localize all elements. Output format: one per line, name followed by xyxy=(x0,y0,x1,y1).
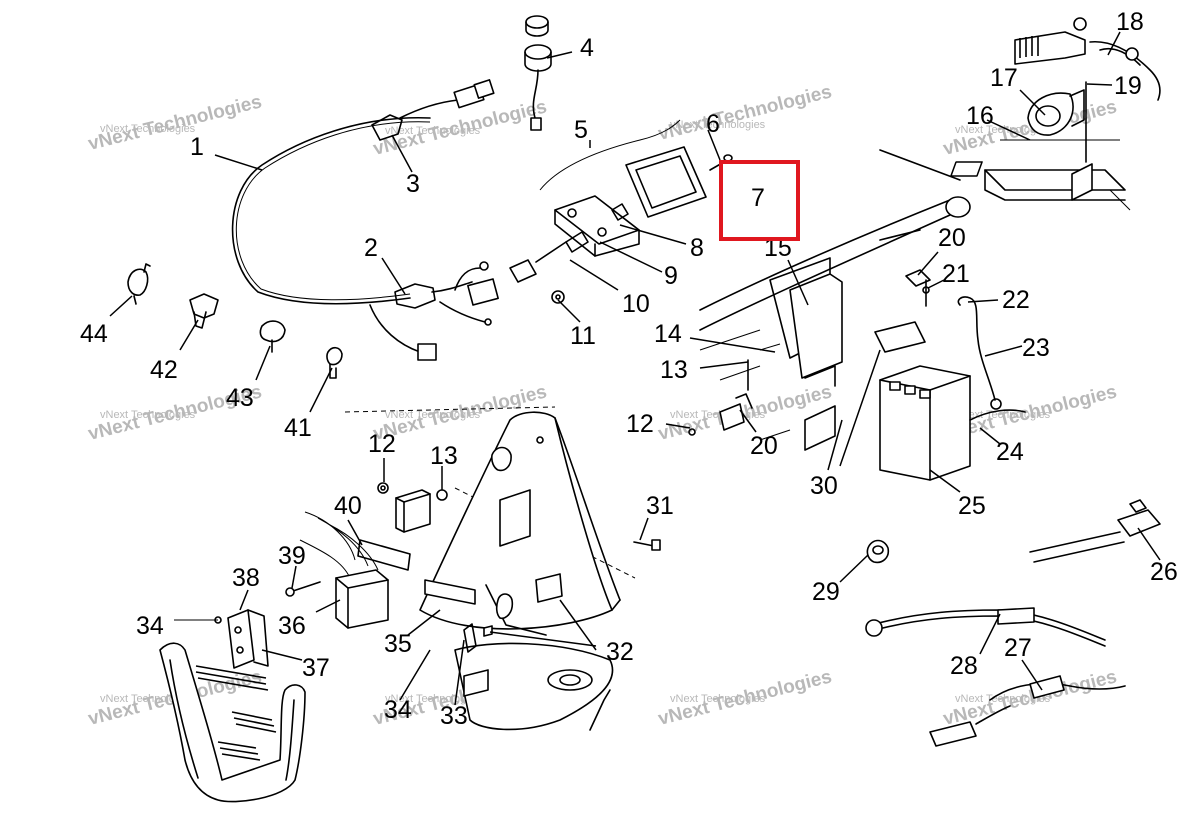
callout-35: 35 xyxy=(384,630,412,658)
left-connectors xyxy=(127,263,343,379)
highlight-box xyxy=(719,160,800,241)
callout-11: 11 xyxy=(570,322,596,350)
callout-16: 16 xyxy=(966,102,994,130)
callout-32: 32 xyxy=(606,638,634,666)
callout-7: 7 xyxy=(751,184,765,212)
callout-25: 25 xyxy=(958,492,986,520)
callout-1: 1 xyxy=(190,133,204,161)
connector-26 xyxy=(1029,499,1161,563)
svg-text:vNext Technologies: vNext Technologies xyxy=(100,123,196,135)
grommet-29 xyxy=(866,539,890,564)
callout-labels: 1 2 3 4 5 6 7 8 9 10 11 12 13 14 15 16 1… xyxy=(80,8,1178,730)
callout-6: 6 xyxy=(706,110,720,138)
callout-18: 18 xyxy=(1116,8,1144,36)
callout-26: 26 xyxy=(1150,558,1178,586)
callout-27: 27 xyxy=(1004,634,1032,662)
svg-text:vNext Technologies: vNext Technologies xyxy=(100,409,196,421)
callout-10: 10 xyxy=(622,290,650,318)
callout-12-left: 12 xyxy=(368,430,396,458)
callout-19: 19 xyxy=(1114,72,1142,100)
callout-31: 31 xyxy=(646,492,674,520)
bolt-and-clips xyxy=(463,539,661,653)
grille-bracket xyxy=(159,609,306,803)
svg-text:vNext Technologies: vNext Technologies xyxy=(670,409,766,421)
callout-37: 37 xyxy=(302,654,330,682)
frame-section xyxy=(699,149,971,451)
battery-area xyxy=(874,269,1026,481)
callout-24: 24 xyxy=(996,438,1024,466)
callout-22: 22 xyxy=(1002,286,1030,314)
callout-42: 42 xyxy=(150,356,178,384)
callout-30: 30 xyxy=(810,472,838,500)
callout-34-left: 34 xyxy=(136,612,164,640)
cables-27-28 xyxy=(865,607,1126,747)
callout-5: 5 xyxy=(574,116,588,144)
callout-43: 43 xyxy=(226,384,254,412)
wiring-harness xyxy=(231,79,499,361)
svg-text:vNext Technologies: vNext Technologies xyxy=(385,125,481,137)
callout-33: 33 xyxy=(440,702,468,730)
callout-29: 29 xyxy=(812,578,840,606)
svg-text:vNext Technologies: vNext Technologies xyxy=(955,124,1051,136)
callout-28: 28 xyxy=(950,652,978,680)
callout-14: 14 xyxy=(654,320,682,348)
horn-controls xyxy=(950,17,1161,211)
callout-40: 40 xyxy=(334,492,362,520)
callout-3: 3 xyxy=(406,170,420,198)
regulator-components xyxy=(357,482,448,571)
callout-17: 17 xyxy=(990,64,1018,92)
callout-39: 39 xyxy=(278,542,306,570)
callout-20: 20 xyxy=(938,224,966,252)
svg-text:vNext Technologies: vNext Technologies xyxy=(670,119,766,131)
cdi-module xyxy=(285,511,389,629)
callout-38: 38 xyxy=(232,564,260,592)
svg-text:vNext Technologies: vNext Technologies xyxy=(385,409,481,421)
tail-light-assembly xyxy=(509,119,733,304)
callout-9: 9 xyxy=(664,262,678,290)
callout-12: 12 xyxy=(626,410,654,438)
callout-13: 13 xyxy=(660,356,688,384)
callout-44: 44 xyxy=(80,320,108,348)
svg-text:vNext Technologies: vNext Technologies xyxy=(670,693,766,705)
callout-20-center: 20 xyxy=(750,432,778,460)
svg-text:vNext Technologies: vNext Technologies xyxy=(955,693,1051,705)
callout-23: 23 xyxy=(1022,334,1050,362)
callout-4: 4 xyxy=(580,34,594,62)
small-hardware-center xyxy=(688,343,781,436)
callout-2: 2 xyxy=(364,234,378,262)
svg-text:vNext Technologies: vNext Technologies xyxy=(656,81,834,144)
leader-lines xyxy=(109,31,1161,706)
callout-36: 36 xyxy=(278,612,306,640)
callout-21: 21 xyxy=(942,260,970,288)
callout-8: 8 xyxy=(690,234,704,262)
callout-41: 41 xyxy=(284,414,312,442)
svg-text:vNext Technologies: vNext Technologies xyxy=(955,409,1051,421)
bulb-socket xyxy=(524,15,552,131)
side-panel xyxy=(344,406,636,731)
callout-13-left: 13 xyxy=(430,442,458,470)
callout-34-bottom: 34 xyxy=(384,696,412,724)
